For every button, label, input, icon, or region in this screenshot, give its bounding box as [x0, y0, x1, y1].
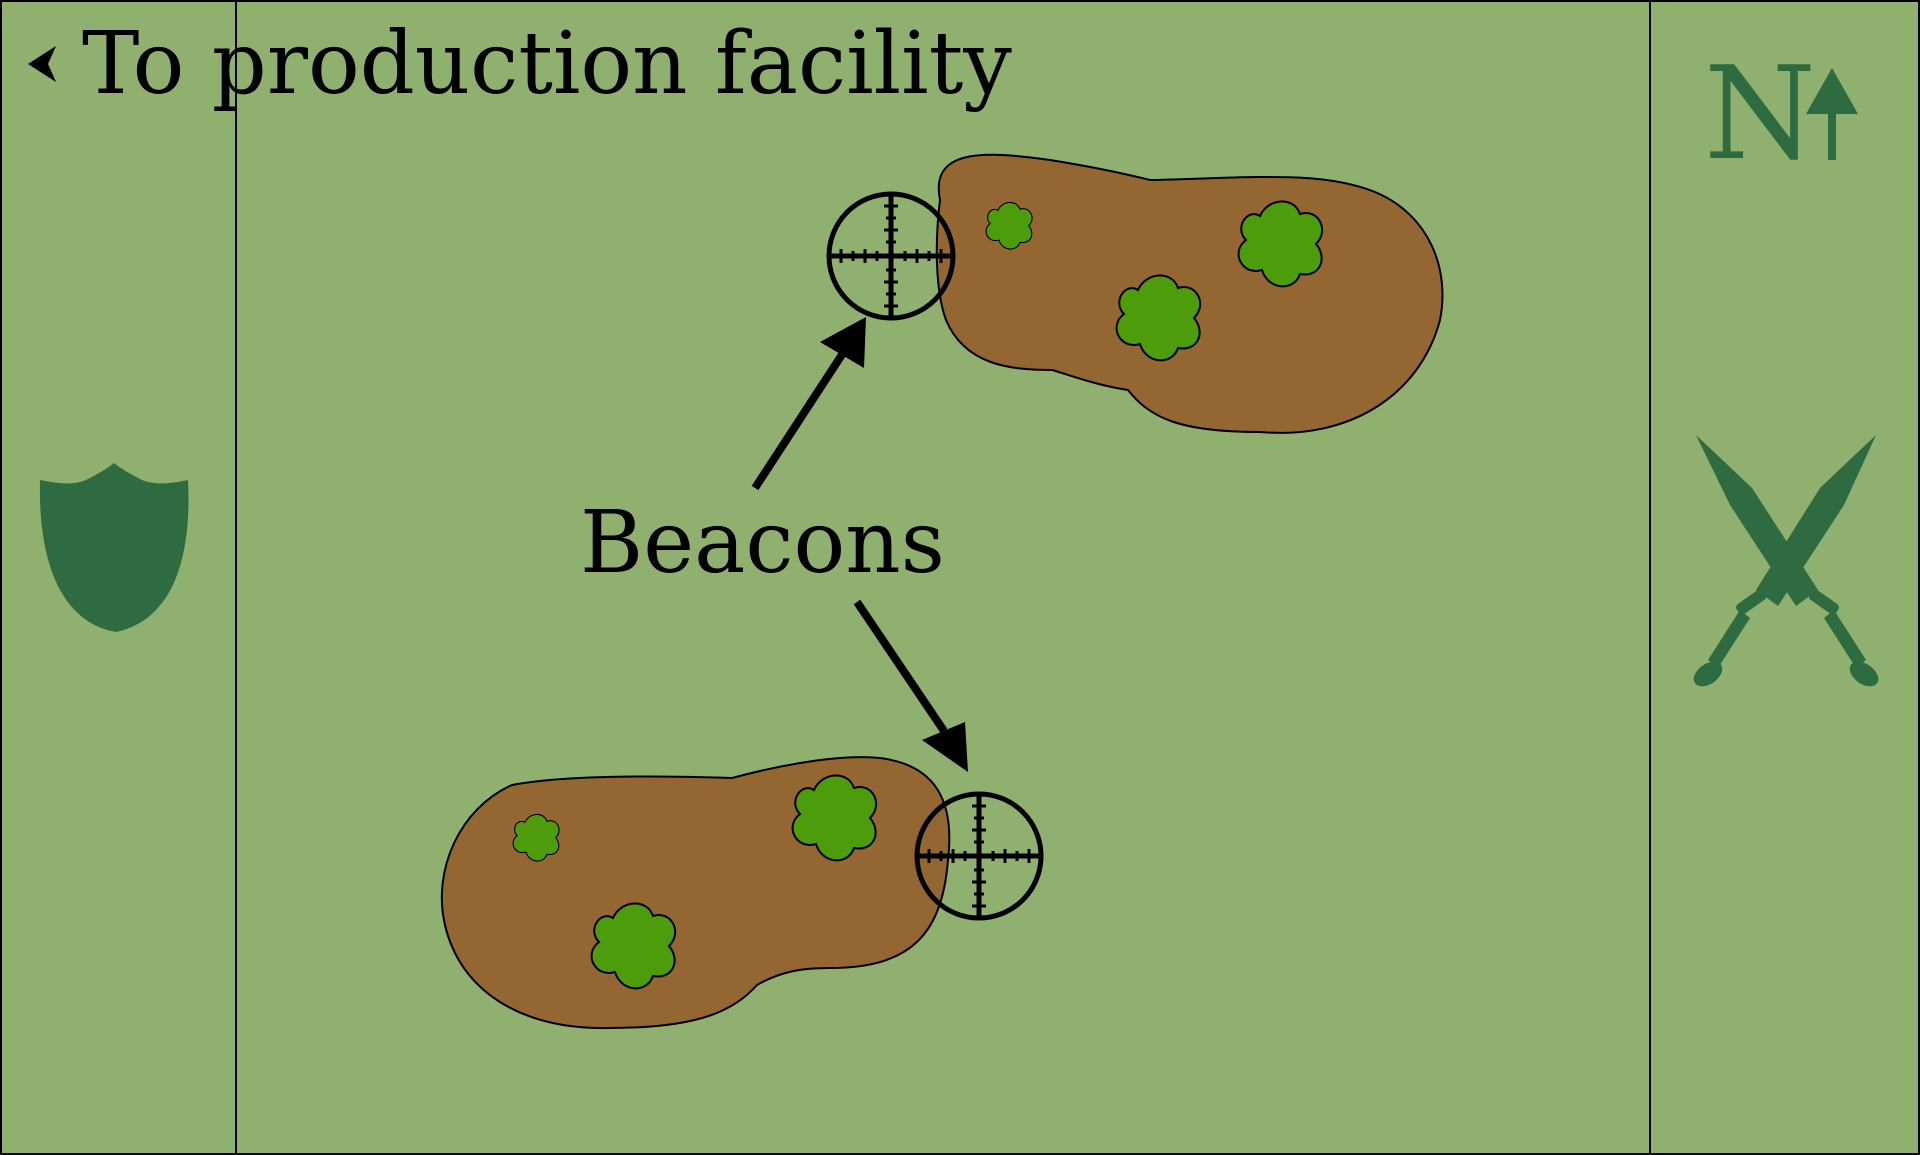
beacon-crosshair-icon-north[interactable]	[829, 194, 953, 318]
back-to-production-link[interactable]: To production facility	[26, 14, 1012, 114]
shield-icon[interactable]	[39, 463, 189, 632]
arrow-to-north-beacon	[751, 317, 866, 491]
north-letter: N	[1704, 40, 1816, 189]
back-arrow-icon	[28, 46, 56, 82]
back-link-label: To production facility	[82, 14, 1012, 114]
beacons-label: Beacons	[580, 493, 945, 593]
crossed-swords-icon[interactable]	[1689, 435, 1883, 691]
north-compass-icon	[1806, 68, 1858, 160]
arrow-to-south-beacon	[853, 599, 968, 772]
beacon-crosshair-icon-south[interactable]	[917, 794, 1041, 918]
